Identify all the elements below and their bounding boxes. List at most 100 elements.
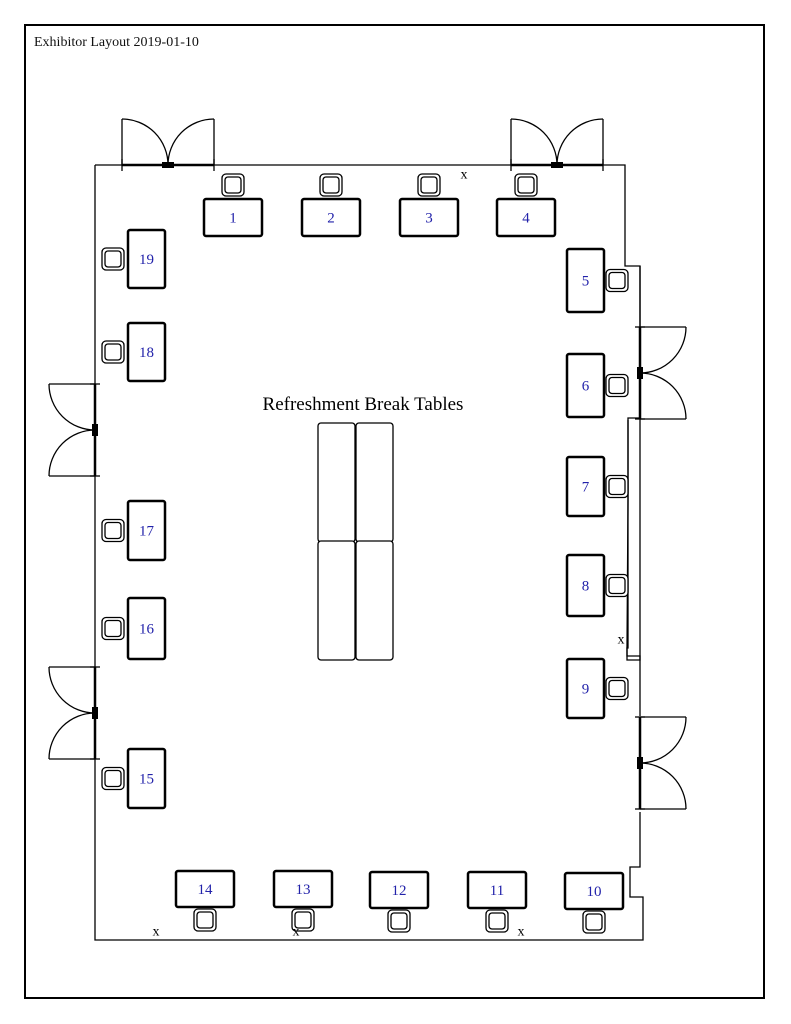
chair (605, 573, 629, 598)
page-title: Exhibitor Layout 2019-01-10 (34, 35, 199, 50)
booth-table (495, 197, 557, 238)
booth-number: 3 (425, 211, 433, 227)
booth-number: 17 (139, 524, 155, 540)
booth-7[interactable]: 7 (565, 455, 606, 518)
booth-6[interactable]: 6 (565, 352, 606, 419)
booth-table (368, 870, 430, 910)
booth-9[interactable]: 9 (565, 657, 606, 720)
booth-number: 16 (139, 622, 155, 638)
room-walls (94, 164, 644, 941)
refreshment-table (317, 422, 356, 543)
booth-number: 2 (327, 211, 335, 227)
booth-number: 4 (522, 211, 530, 227)
chair (582, 910, 606, 934)
chair (319, 173, 343, 197)
booth-number: 7 (582, 480, 590, 496)
booth-number: 18 (139, 345, 154, 361)
double-door (635, 716, 687, 810)
booth-table (126, 596, 167, 661)
chair (387, 909, 411, 933)
chair (605, 474, 629, 499)
booth-10[interactable]: 10 (563, 871, 625, 911)
booth-number: 8 (582, 579, 590, 595)
booth-table (126, 747, 167, 810)
booth-number: 1 (229, 211, 237, 227)
chair (101, 518, 125, 543)
wall-segment (94, 165, 644, 941)
booth-table (300, 197, 362, 238)
booth-number: 19 (139, 252, 154, 268)
chair (221, 173, 245, 197)
booth-table (466, 870, 528, 910)
chair (101, 247, 125, 271)
booth-number: 12 (392, 883, 407, 899)
chair (193, 908, 217, 932)
booth-table (565, 553, 606, 618)
booth-13[interactable]: 13 (272, 869, 334, 909)
booth-table (563, 871, 625, 911)
refreshment-table (355, 422, 394, 543)
booth-19[interactable]: 19 (126, 228, 167, 290)
booth-table (272, 869, 334, 909)
booth-number: 11 (490, 883, 504, 899)
double-door (48, 383, 100, 477)
booth-table (174, 869, 236, 909)
booth-table (126, 499, 167, 562)
booth-table (126, 228, 167, 290)
chair (101, 340, 125, 364)
booth-3[interactable]: 3 (398, 197, 460, 238)
double-door (48, 666, 100, 760)
x-marker: x (518, 925, 525, 940)
x-marker: x (153, 925, 160, 940)
booth-16[interactable]: 16 (126, 596, 167, 661)
booth-number: 10 (587, 884, 602, 900)
booth-table (202, 197, 264, 238)
double-door (510, 118, 604, 171)
chair (605, 676, 629, 701)
chair (101, 616, 125, 641)
chair (605, 373, 629, 398)
booth-number: 5 (582, 274, 590, 290)
chair (605, 268, 629, 293)
booth-14[interactable]: 14 (174, 869, 236, 909)
x-markers: x x x x x (153, 168, 625, 940)
chair (485, 909, 509, 933)
refreshment-area: Refreshment Break Tables (263, 394, 464, 661)
refreshment-table (355, 540, 394, 661)
double-door (635, 326, 687, 420)
booth-8[interactable]: 8 (565, 553, 606, 618)
chair (101, 766, 125, 791)
booth-table (126, 321, 167, 383)
booth-number: 13 (296, 882, 311, 898)
refreshment-table (317, 540, 356, 661)
booth-11[interactable]: 11 (466, 870, 528, 910)
booth-table (565, 352, 606, 419)
booth-number: 15 (139, 772, 154, 788)
booth-number: 6 (582, 379, 590, 395)
booth-4[interactable]: 4 (495, 197, 557, 238)
double-door (121, 118, 215, 171)
booth-table (565, 247, 606, 314)
booth-number: 14 (198, 882, 214, 898)
chairs (101, 173, 629, 934)
booth-15[interactable]: 15 (126, 747, 167, 810)
booth-12[interactable]: 12 (368, 870, 430, 910)
booth-table (398, 197, 460, 238)
refreshment-label: Refreshment Break Tables (263, 394, 464, 415)
doors (48, 118, 687, 810)
booth-2[interactable]: 2 (300, 197, 362, 238)
x-marker: x (618, 633, 625, 648)
booth-18[interactable]: 18 (126, 321, 167, 383)
chair (417, 173, 441, 197)
chair (514, 173, 538, 197)
booth-number: 9 (582, 682, 590, 698)
booth-17[interactable]: 17 (126, 499, 167, 562)
booth-1[interactable]: 1 (202, 197, 264, 238)
booth-table (565, 455, 606, 518)
x-marker: x (293, 925, 300, 940)
page-border (24, 24, 765, 999)
booth-5[interactable]: 5 (565, 247, 606, 314)
x-marker: x (461, 168, 468, 183)
